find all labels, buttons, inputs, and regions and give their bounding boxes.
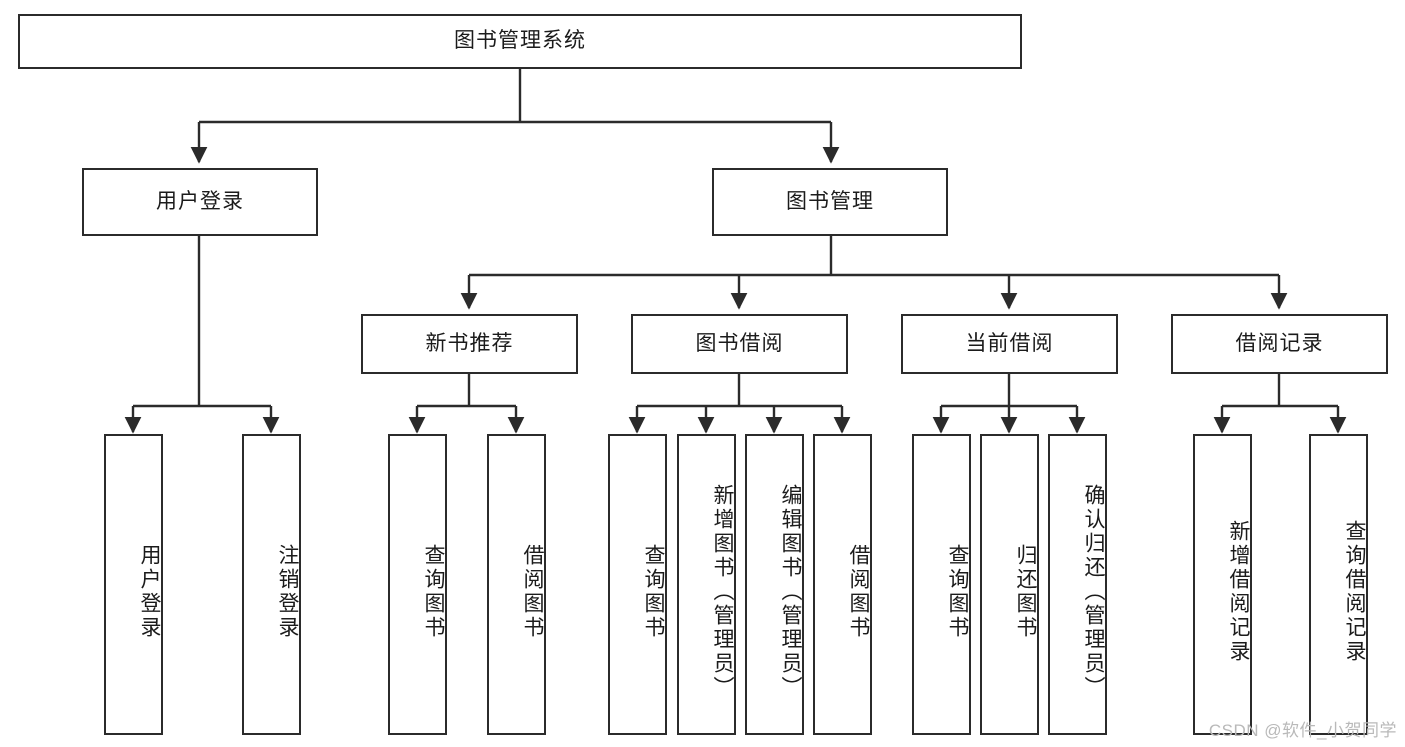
node-label: 借阅记录 — [1235, 331, 1324, 355]
node-label: 用户登录 — [156, 189, 244, 213]
node-label: 查询借阅记录 — [1343, 519, 1366, 664]
node-label: 查询图书 — [946, 543, 969, 640]
leaf-new-book-borrow-book[interactable]: 借阅图书 — [487, 434, 546, 735]
node-label: 新增借阅记录 — [1227, 519, 1250, 664]
node-label: 图书管理 — [786, 189, 874, 213]
leaf-book-borrow-edit-book-admin[interactable]: 编辑图书（管理员） — [745, 434, 804, 735]
node-label: 归还图书 — [1014, 543, 1037, 640]
node-label: 图书借阅 — [695, 331, 784, 355]
node-label: 查询图书 — [642, 543, 665, 640]
node-label: 图书管理系统 — [454, 29, 586, 53]
node-label: 借阅图书 — [521, 543, 544, 640]
leaf-book-borrow-borrow-book[interactable]: 借阅图书 — [813, 434, 872, 735]
node-borrow-record[interactable]: 借阅记录 — [1171, 314, 1388, 374]
node-book-borrow[interactable]: 图书借阅 — [631, 314, 848, 374]
node-label: 查询图书 — [422, 543, 445, 640]
leaf-current-borrow-confirm-return-admin[interactable]: 确认归还（管理员） — [1048, 434, 1107, 735]
leaf-user-login-logout[interactable]: 注销登录 — [242, 434, 301, 735]
watermark-text: CSDN @软件_小贺同学 — [1208, 721, 1397, 740]
leaf-user-login-login[interactable]: 用户登录 — [104, 434, 163, 735]
leaf-borrow-record-add-record[interactable]: 新增借阅记录 — [1193, 434, 1252, 735]
leaf-current-borrow-query-book[interactable]: 查询图书 — [912, 434, 971, 735]
leaf-book-borrow-add-book-admin[interactable]: 新增图书（管理员） — [677, 434, 736, 735]
node-label: 注销登录 — [276, 543, 299, 640]
node-root-book-management-system[interactable]: 图书管理系统 — [18, 14, 1022, 69]
node-label: 新书推荐 — [425, 331, 514, 355]
node-new-book-recommend[interactable]: 新书推荐 — [361, 314, 578, 374]
node-label: 借阅图书 — [847, 543, 870, 640]
leaf-borrow-record-query-record[interactable]: 查询借阅记录 — [1309, 434, 1368, 735]
leaf-book-borrow-query-book[interactable]: 查询图书 — [608, 434, 667, 735]
node-label: 编辑图书（管理员） — [779, 483, 802, 700]
leaf-current-borrow-return-book[interactable]: 归还图书 — [980, 434, 1039, 735]
node-label: 新增图书（管理员） — [711, 483, 734, 700]
node-label: 确认归还（管理员） — [1082, 483, 1105, 700]
node-label: 当前借阅 — [965, 331, 1054, 355]
node-label: 用户登录 — [138, 543, 161, 640]
leaf-new-book-query-book[interactable]: 查询图书 — [388, 434, 447, 735]
node-current-borrow[interactable]: 当前借阅 — [901, 314, 1118, 374]
node-user-login[interactable]: 用户登录 — [82, 168, 318, 236]
node-book-management[interactable]: 图书管理 — [712, 168, 948, 236]
